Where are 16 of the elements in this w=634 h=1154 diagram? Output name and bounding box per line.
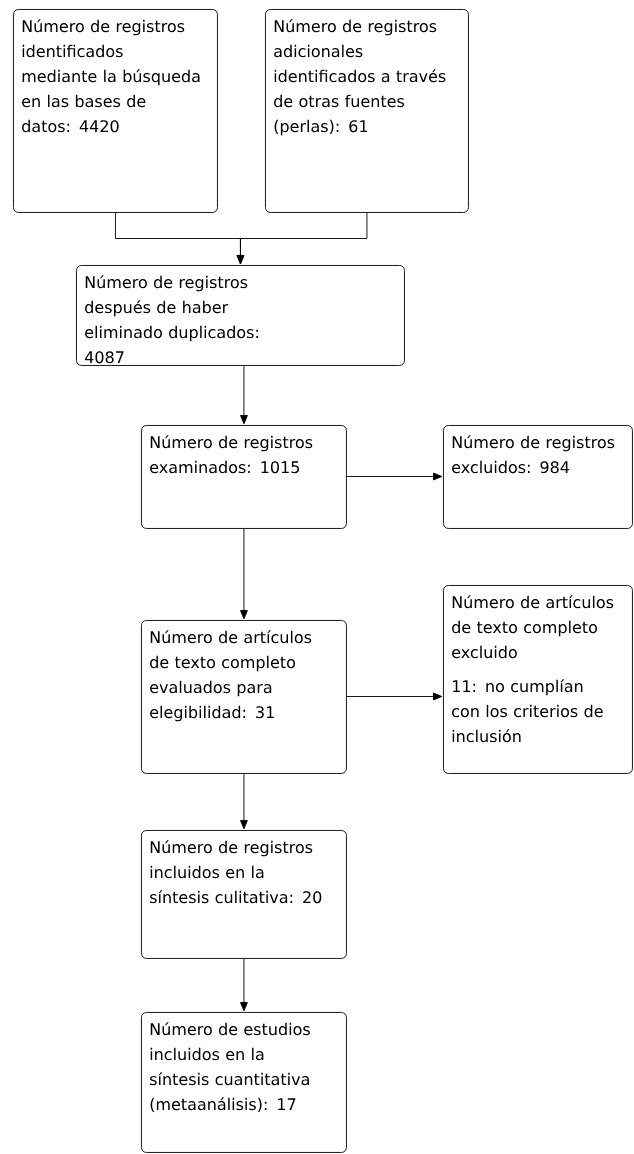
process-box: Número de artículos de texto completo excluido 11: no cumplían con los criterios de inclusión bbox=[443, 585, 633, 774]
process-box: Número de registros incluidos en la síntesis culitativa: 20 bbox=[141, 830, 347, 959]
arrow bbox=[240, 365, 248, 425]
process-box: Número de registros identificados mediante la búsqueda en las bases de datos: 4420 bbox=[13, 9, 218, 213]
process-box: Número de artículos de texto completo evaluados para elegibilidad: 31 bbox=[141, 620, 347, 774]
arrow bbox=[345, 692, 443, 701]
arrow bbox=[240, 773, 248, 830]
arrow bbox=[236, 212, 368, 265]
process-box: Número de registros adicionales identificados a través de otras fuentes (perlas): 61 bbox=[265, 9, 469, 213]
process-box: Número de registros excluidos: 984 bbox=[443, 425, 633, 529]
process-box: Número de registros examinados: 1015 bbox=[141, 425, 347, 529]
process-box: Número de registros después de haber eliminado duplicados: 4087 bbox=[76, 265, 405, 366]
arrow bbox=[240, 528, 248, 620]
arrow bbox=[240, 958, 248, 1012]
process-box: Número de estudios incluidos en la síntesis cuantitativa (metaanálisis): 17 bbox=[141, 1012, 347, 1153]
arrow bbox=[345, 472, 443, 481]
